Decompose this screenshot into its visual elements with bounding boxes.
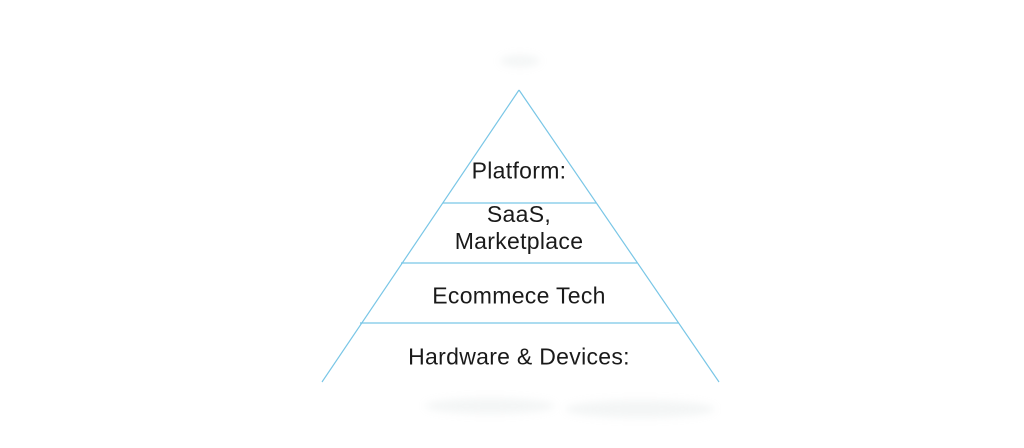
pyramid-left-side-line — [321, 89, 520, 383]
pyramid-level-saas-marketplace-label: SaaS, Marketplace — [454, 201, 584, 254]
pyramid-level-ecommerce-tech-label: Ecommece Tech — [432, 282, 606, 309]
faint-smudge — [565, 400, 715, 418]
faint-smudge — [425, 398, 555, 414]
pyramid-level-platform-label: Platform: — [471, 157, 567, 184]
faint-smudge — [500, 55, 540, 67]
pyramid-right-side-line — [518, 89, 720, 383]
pyramid-level-hardware-devices-label: Hardware & Devices: — [408, 343, 630, 370]
